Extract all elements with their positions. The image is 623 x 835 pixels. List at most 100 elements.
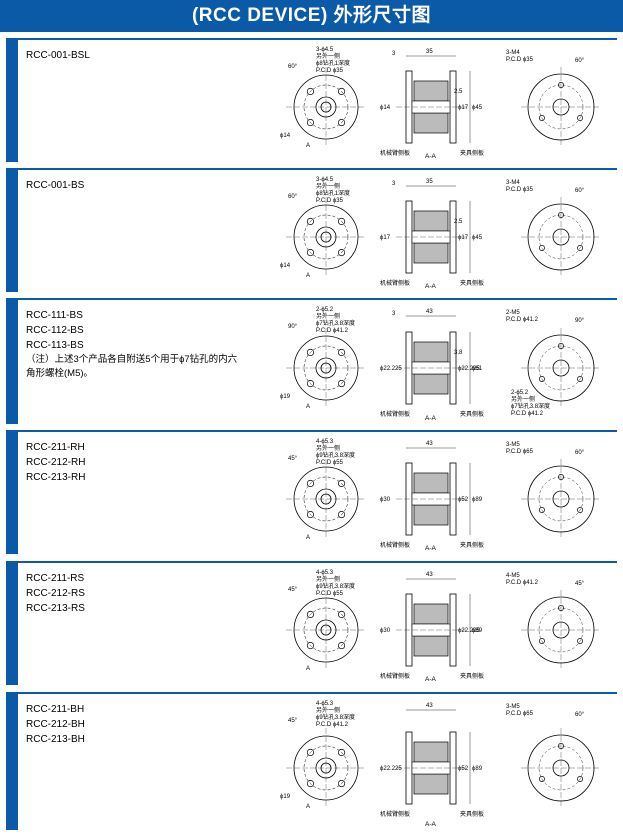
section-view-label: A-A	[425, 283, 437, 290]
arm-plate-label: 机械臂侧板	[380, 541, 410, 549]
angle-label: 45°	[288, 456, 298, 462]
model-name: RCC-212-RH	[26, 457, 86, 468]
tapped-hole	[538, 115, 545, 121]
width3-label: 3	[392, 51, 396, 57]
tapped-hole	[538, 638, 545, 644]
width3-label: 3	[392, 181, 396, 187]
mid-diameter-label: ϕ52	[458, 497, 469, 503]
outer-diameter-label: ϕ89	[472, 766, 483, 772]
other-side-label: 另外一侧	[316, 52, 340, 60]
offset-label: 2.5	[454, 89, 463, 95]
right-angle-label: 60°	[575, 712, 585, 718]
section-mark-label: A	[306, 404, 310, 410]
section-mark-label: A	[306, 804, 310, 810]
section-accent-bar	[6, 170, 18, 292]
section-mark-label: A	[306, 535, 310, 541]
pcd-label: P.C.D ϕ35	[316, 68, 344, 74]
hole-label: 3-ϕ4.5	[316, 47, 334, 53]
model-list: RCC-211-RS RCC-212-RS RCC-213-RS	[26, 571, 85, 616]
section-view-label: A-A	[425, 676, 437, 683]
hole-label: 2-ϕ5.2	[316, 307, 334, 313]
section-mark-label: A	[306, 273, 310, 279]
angle-label: 45°	[288, 587, 298, 593]
right-angle-label: 60°	[575, 450, 585, 456]
other-side-label: 另外一侧	[316, 312, 340, 320]
right-angle-label: 45°	[575, 581, 585, 587]
tapped-hole	[577, 638, 584, 644]
right-hole-label: 3-M4	[506, 50, 520, 56]
tapped-hole	[538, 376, 545, 382]
right-pcd-label: P.C.D ϕ65	[506, 449, 534, 455]
hole-label: 3-ϕ4.5	[316, 177, 334, 183]
mounting-hole	[338, 780, 346, 788]
extra-pcd-label: P.C.D ϕ41.2	[511, 411, 544, 417]
mounting-hole	[338, 610, 346, 618]
mid-diameter-label: ϕ52	[458, 766, 469, 772]
angle-label: 60°	[288, 64, 298, 70]
counterbore-label: ϕ8钻孔1深度	[316, 189, 350, 197]
tapped-hole	[538, 245, 545, 251]
mid-diameter-label: ϕ17	[458, 105, 469, 111]
counterbore-label: ϕ7钻孔3.8深度	[316, 319, 355, 327]
tapped-hole	[538, 507, 545, 513]
angle-label: 60°	[288, 194, 298, 200]
left-diameter-label: ϕ30	[380, 628, 391, 634]
front-view-right: 3-M4P.C.D ϕ35 60°	[506, 50, 601, 147]
angle-label: 90°	[288, 324, 298, 330]
model-list: RCC-211-BH RCC-212-BH RCC-213-BH	[26, 702, 85, 747]
model-name: RCC-111-BS	[26, 310, 83, 321]
body-upper	[413, 603, 449, 625]
small-diameter-label: ϕ19	[280, 394, 291, 400]
clamp-plate-label: 夹具侧板	[460, 672, 484, 680]
mounting-hole	[338, 479, 346, 487]
mid-diameter-label: ϕ22.225	[458, 366, 480, 372]
hole-label: 4-ϕ5.3	[316, 439, 334, 445]
small-diameter-label: ϕ14	[280, 133, 291, 139]
mounting-hole	[306, 217, 314, 225]
offset-label: 2.5	[454, 219, 463, 225]
body-upper	[413, 472, 449, 494]
extra-counterbore-label: ϕ7钻孔3.8深度	[511, 402, 550, 410]
clamp-plate-label: 夹具侧板	[460, 149, 484, 157]
mounting-hole	[338, 511, 346, 519]
right-angle-label: 60°	[575, 58, 585, 64]
section-view-label: A-A	[425, 545, 437, 552]
arm-plate-label: 机械臂侧板	[380, 810, 410, 818]
right-hole-label: 2-M5	[506, 310, 520, 316]
right-pcd-label: P.C.D ϕ35	[506, 57, 534, 63]
body-lower	[413, 773, 449, 795]
section-accent-bar	[6, 563, 18, 685]
left-diameter-label: ϕ22.225	[380, 366, 402, 372]
clamp-plate-label: 夹具侧板	[460, 810, 484, 818]
model-name: RCC-212-BH	[26, 719, 85, 730]
arm-plate-label: 机械臂侧板	[380, 279, 410, 287]
outer-diameter-label: ϕ45	[472, 235, 483, 241]
clamp-plate-label: 夹具侧板	[460, 541, 484, 549]
model-list: RCC-111-BS RCC-112-BS RCC-113-BS	[26, 308, 84, 353]
body-width-label: 43	[426, 441, 433, 447]
mounting-hole	[338, 748, 346, 756]
counterbore-label: ϕ9钻孔3.8深度	[316, 713, 355, 721]
mid-diameter-label: ϕ17	[458, 235, 469, 241]
hole-label: 4-ϕ5.3	[316, 570, 334, 576]
tapped-hole	[577, 376, 584, 382]
right-angle-label: 60°	[575, 188, 585, 194]
mid-diameter-label: ϕ22.225	[458, 628, 480, 634]
body-lower	[413, 373, 449, 395]
right-angle-label: 90°	[575, 318, 585, 324]
mounting-hole	[306, 610, 314, 618]
tapped-hole	[577, 776, 584, 782]
